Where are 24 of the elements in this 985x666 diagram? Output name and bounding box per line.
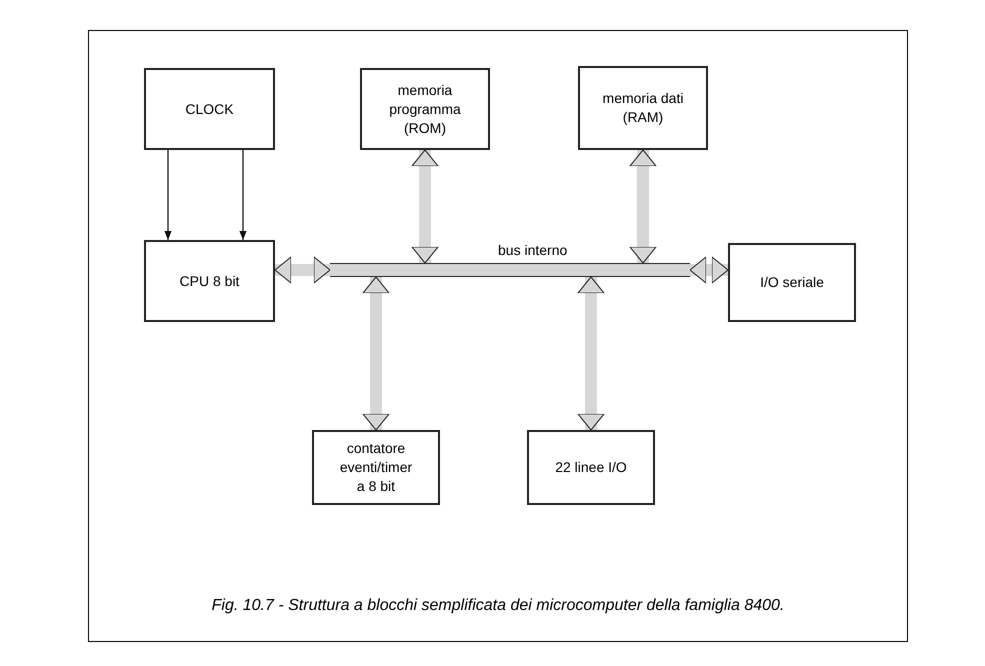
block-label: 22 linee I/O — [555, 458, 627, 477]
bus-arrow — [362, 276, 390, 430]
bus-arrow — [412, 150, 438, 264]
block-box — [578, 66, 708, 150]
arrow — [239, 150, 247, 240]
block-box — [527, 430, 655, 505]
bus-arrow — [690, 256, 728, 284]
block-label: CPU 8 bit — [180, 272, 240, 290]
bus-arrow — [578, 276, 604, 430]
block-label: contatore eventi/timer a 8 bit — [338, 439, 414, 496]
block-label: I/O seriale — [760, 273, 824, 292]
block-box — [144, 240, 275, 322]
block-box — [144, 68, 275, 150]
block-box — [360, 68, 490, 150]
block-label: memoria dati (RAM) — [602, 89, 684, 127]
arrow — [164, 150, 172, 240]
bus-label: bus interno — [498, 241, 568, 260]
block-label: memoria programma (ROM) — [388, 80, 462, 138]
block-box — [312, 430, 440, 505]
block-box — [728, 243, 856, 322]
bus-arrow — [274, 256, 330, 284]
bus-arrow — [630, 150, 656, 264]
block-label: CLOCK — [185, 100, 234, 118]
figure-caption: Fig. 10.7 - Struttura a blocchi semplificata dei microcomputer della famiglia 8400. — [210, 596, 786, 616]
